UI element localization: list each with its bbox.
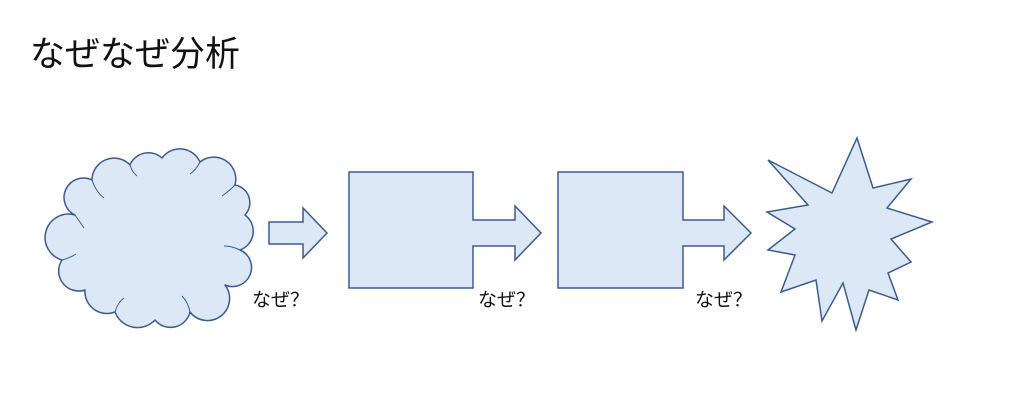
- why-label: なぜ？: [252, 289, 309, 311]
- page-title: なぜなぜ分析: [30, 35, 241, 75]
- right-arrow-icon: [268, 206, 329, 260]
- arrow-callout-icon: [557, 171, 753, 289]
- why-label: なぜ？: [478, 289, 535, 311]
- arrow-callout-icon: [348, 171, 543, 289]
- explosion-icon: [764, 135, 935, 333]
- why-label: なぜ？: [695, 289, 752, 311]
- cloud-icon: [44, 148, 254, 329]
